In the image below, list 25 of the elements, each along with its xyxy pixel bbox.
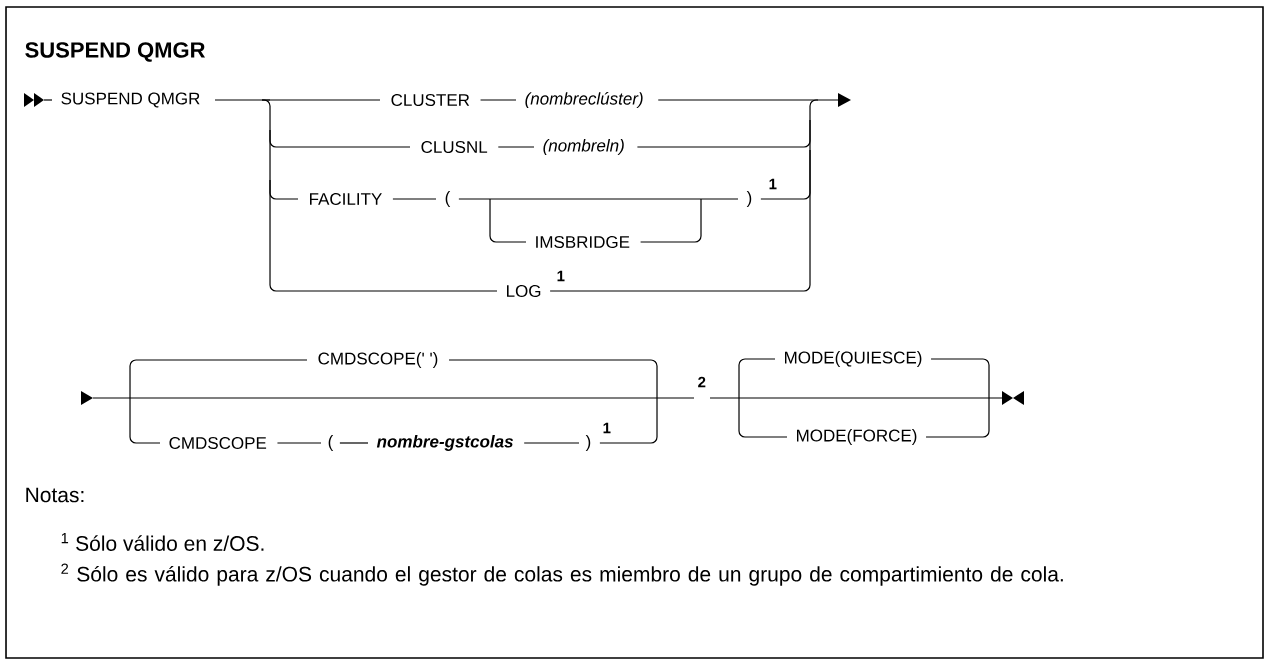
keyword: CLUSTER — [391, 94, 470, 106]
variable: (nombreln) — [543, 139, 624, 155]
keyword: CLUSNL — [421, 141, 488, 153]
notes-heading: Notas: — [26, 487, 84, 503]
variable: nombre-gstcolas — [376, 435, 513, 451]
parenthesis: ) — [746, 191, 752, 207]
keyword: IMSBRIDGE — [536, 236, 630, 248]
variable: (nombreclúster) — [525, 92, 643, 108]
footnote-ref: 2 — [698, 376, 706, 388]
parenthesis: ( — [328, 435, 334, 451]
keyword: CMDSCOPE — [169, 436, 267, 449]
parenthesis: ) — [585, 435, 591, 451]
keyword: SUSPEND QMGR — [61, 92, 200, 108]
parenthesis: ( — [445, 191, 451, 207]
keyword: MODE(QUIESCE) — [785, 351, 922, 367]
footnote-ref: 1 — [557, 270, 565, 282]
footnote: $^{1}$ Sólo válido en z/OS. — [61, 533, 264, 551]
diagram-title: SUSPEND QMGR — [25, 42, 206, 62]
footnote-ref: 1 — [603, 422, 611, 434]
keyword: CMDSCOPE(' ') — [318, 352, 438, 368]
keyword: FACILITY — [310, 193, 382, 205]
footnote: $^{2}$ Sólo es válido para z/OS cuando el gestor de colas es miembro de un grupo de compartimiento de cola. — [61, 563, 1063, 586]
footnote-ref: 1 — [769, 178, 777, 190]
keyword: MODE(FORCE) — [797, 429, 917, 445]
keyword: LOG — [507, 285, 541, 297]
